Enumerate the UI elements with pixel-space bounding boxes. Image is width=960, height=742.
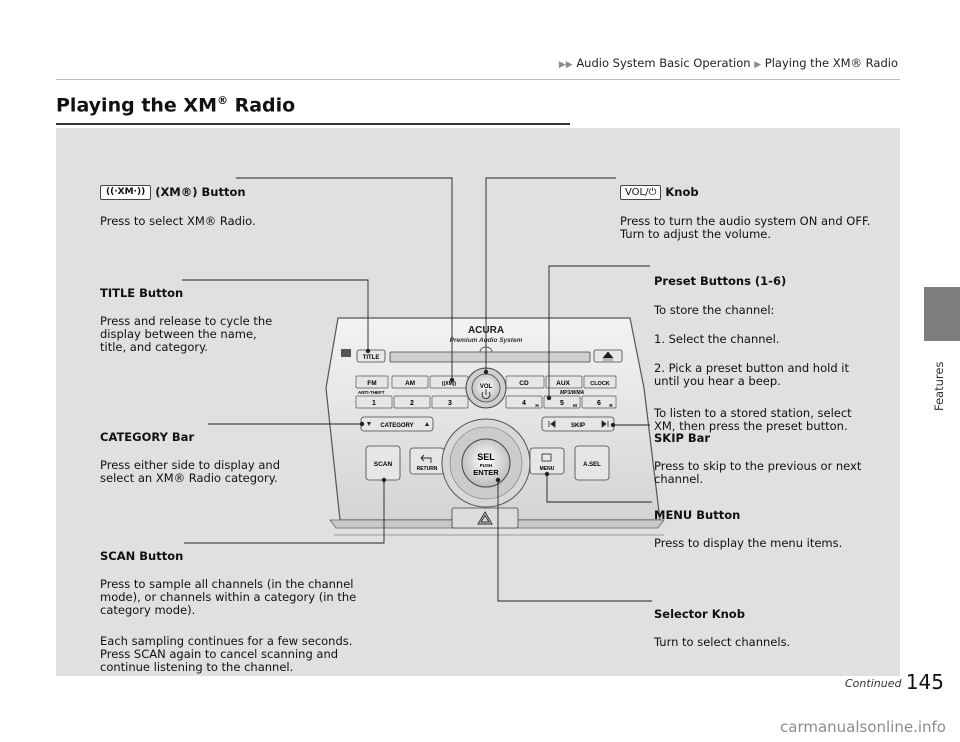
page-number: 145: [905, 670, 944, 694]
breadcrumb-item-xm[interactable]: Playing the XM® Radio: [764, 56, 898, 70]
breadcrumb-arrow-icon: ▶: [754, 60, 762, 70]
preset-button-3[interactable]: [431, 395, 469, 409]
preset-button-6[interactable]: [581, 395, 617, 409]
section-tab-marker: [924, 287, 960, 341]
svg-text:AM: AM: [405, 380, 415, 387]
svg-text:6: 6: [597, 400, 601, 407]
svg-text:CATEGORY: CATEGORY: [380, 423, 413, 429]
callout-preset-buttons: Preset Buttons (1-6) To store the channe…: [654, 274, 852, 433]
svg-text:CD: CD: [519, 380, 529, 387]
vol-power-icon: VOL/⏻: [620, 185, 662, 200]
page-title: Playing the XM® Radio: [56, 94, 296, 117]
svg-text:PUSH: PUSH: [480, 463, 493, 468]
callout-xm-button: ((·XM·))(XM®) Button Press to select XM®…: [100, 185, 256, 228]
menu-icon: [541, 453, 552, 462]
am-button[interactable]: [391, 375, 429, 389]
svg-text:MP3/WMA: MP3/WMA: [560, 390, 585, 396]
svg-text:SEL: SEL: [477, 452, 495, 462]
leader-selector: [497, 480, 652, 602]
svg-text:3: 3: [448, 400, 452, 407]
hazard-button[interactable]: [451, 507, 519, 529]
svg-text:FM: FM: [367, 380, 376, 387]
callout-selector-knob: Selector Knob Turn to select channels.: [654, 607, 791, 649]
svg-text:R: R: [609, 403, 613, 408]
asel-button[interactable]: [574, 445, 610, 481]
svg-text:CLOCK: CLOCK: [590, 381, 610, 387]
aux-button[interactable]: [545, 375, 583, 389]
callout-skip-bar: SKIP Bar Press to skip to the previous o…: [654, 431, 862, 486]
power-icon: [481, 389, 491, 400]
breadcrumb-item-audio[interactable]: Audio System Basic Operation: [576, 56, 751, 70]
svg-text:((XM)): ((XM)): [442, 381, 456, 387]
eject-icon: [602, 351, 614, 361]
clock-button[interactable]: [583, 375, 617, 389]
breadcrumb-arrow-icon: ▶▶: [558, 60, 573, 70]
continued-label: Continued: [845, 677, 902, 690]
title-underline: [56, 123, 570, 125]
svg-text:MENU: MENU: [540, 466, 555, 472]
svg-text:2: 2: [410, 400, 414, 407]
svg-text:AUX: AUX: [556, 380, 570, 387]
cd-slot: [389, 351, 591, 363]
leader-vol: [485, 177, 616, 372]
title-button[interactable]: [356, 349, 386, 363]
leader-menu: [546, 474, 652, 503]
hazard-icon: [477, 511, 493, 525]
svg-text:4: 4: [522, 400, 526, 407]
leader-xm: [236, 177, 453, 380]
callout-volume-knob: VOL/⏻Knob Press to turn the audio system…: [620, 185, 871, 241]
callout-scan-button: SCAN Button Press to sample all channels…: [100, 549, 357, 674]
leader-preset: [548, 265, 650, 398]
callout-category-bar: CATEGORY Bar Press either side to displa…: [100, 430, 280, 485]
disc-icon: [341, 349, 351, 357]
breadcrumb-divider: [56, 79, 900, 80]
svg-text:A.SEL: A.SEL: [583, 462, 601, 468]
footer-watermark: carmanualsonline.info: [780, 718, 946, 736]
callout-menu-button: MENU Button Press to display the menu it…: [654, 508, 843, 550]
leader-title: [182, 279, 369, 351]
leader-scan: [184, 480, 385, 544]
svg-text:ANTI-THEFT: ANTI-THEFT: [358, 390, 385, 395]
svg-text:TITLE: TITLE: [363, 355, 380, 361]
cd-button[interactable]: [505, 375, 545, 389]
svg-text:M: M: [573, 403, 577, 408]
return-icon: [420, 454, 432, 463]
svg-text:RETURN: RETURN: [417, 466, 438, 472]
preset-button-1[interactable]: [355, 395, 393, 409]
svg-text:H: H: [535, 403, 538, 408]
callout-title-button: TITLE Button Press and release to cycle …: [100, 286, 273, 354]
breadcrumb: ▶▶ Audio System Basic Operation ▶ Playin…: [559, 56, 898, 70]
xm-button-icon: ((·XM·)): [100, 185, 152, 200]
svg-text:ENTER: ENTER: [473, 468, 499, 477]
preset-button-5[interactable]: [543, 395, 581, 409]
svg-text:5: 5: [560, 400, 564, 407]
svg-text:1: 1: [372, 400, 376, 407]
preset-button-2[interactable]: [393, 395, 431, 409]
svg-text:SKIP: SKIP: [571, 423, 585, 429]
fm-button[interactable]: [355, 375, 389, 389]
svg-text:SCAN: SCAN: [374, 461, 393, 468]
svg-text:VOL: VOL: [480, 384, 493, 390]
preset-button-4[interactable]: [505, 395, 543, 409]
selector-knob[interactable]: [461, 438, 511, 488]
